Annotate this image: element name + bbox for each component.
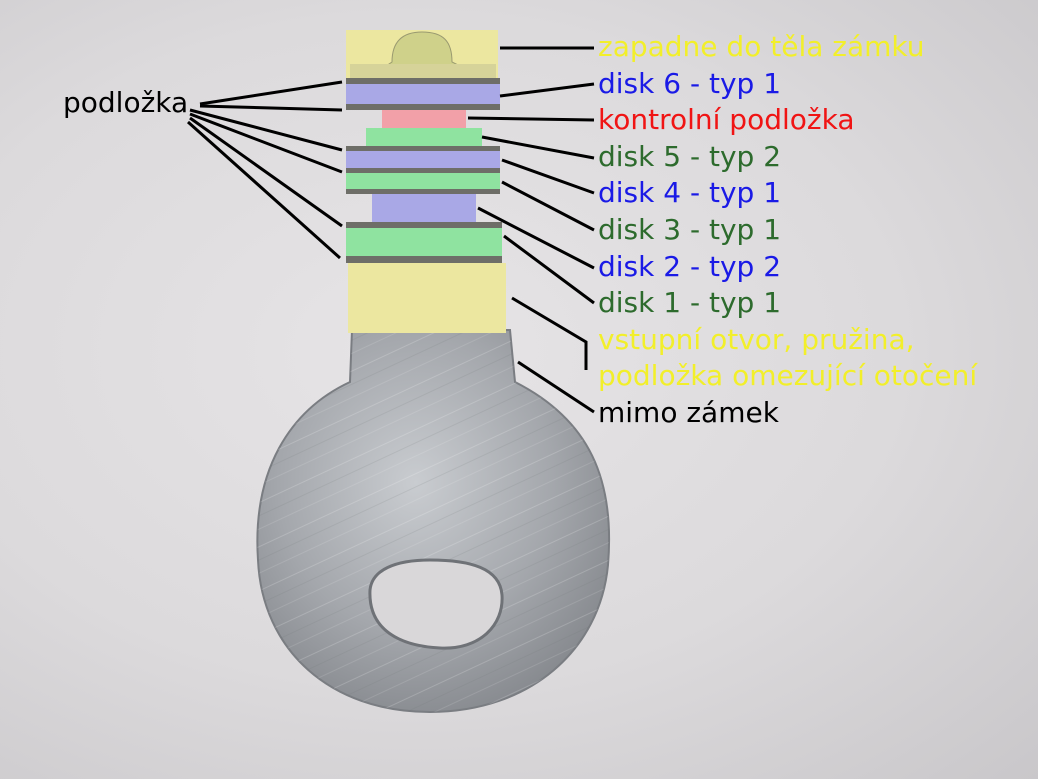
key-blade [346,30,506,333]
disk-4 [346,151,500,168]
label-vstupni-otvor: vstupní otvor, pružina, [598,323,915,356]
key-tip-bump [384,31,461,67]
lower-yellow-zone [348,263,506,333]
washer-4 [346,222,502,228]
label-disk-2: disk 2 - typ 2 [598,250,782,283]
leader-lines [186,46,595,414]
disk-3 [346,173,500,189]
label-mimo-zamek: mimo zámek [598,396,779,429]
label-disk-4: disk 4 - typ 1 [598,176,782,209]
label-disk-6: disk 6 - typ 1 [598,67,782,100]
key-bow [256,329,611,714]
disk-6 [346,84,500,106]
label-kontrolni-podlozka: kontrolní podložka [598,103,855,136]
label-podlozka-omezujici: podložka omezující otočení [598,359,978,392]
washer-1 [346,78,500,84]
label-podlozka-left: podložka [63,86,189,119]
disk-5 [366,128,482,146]
label-disk-5: disk 5 - typ 2 [598,140,782,173]
label-disk-3: disk 3 - typ 1 [598,213,782,246]
control-washer [382,110,466,128]
washer-5 [346,256,502,263]
label-disk-1: disk 1 - typ 1 [598,286,782,319]
washer-2 [346,146,500,151]
disk-1 [346,228,502,256]
label-zapadne: zapadne do těla zámku [598,30,925,63]
disk-2 [372,194,476,222]
washer-3 [346,168,500,173]
key-hole [368,558,504,650]
